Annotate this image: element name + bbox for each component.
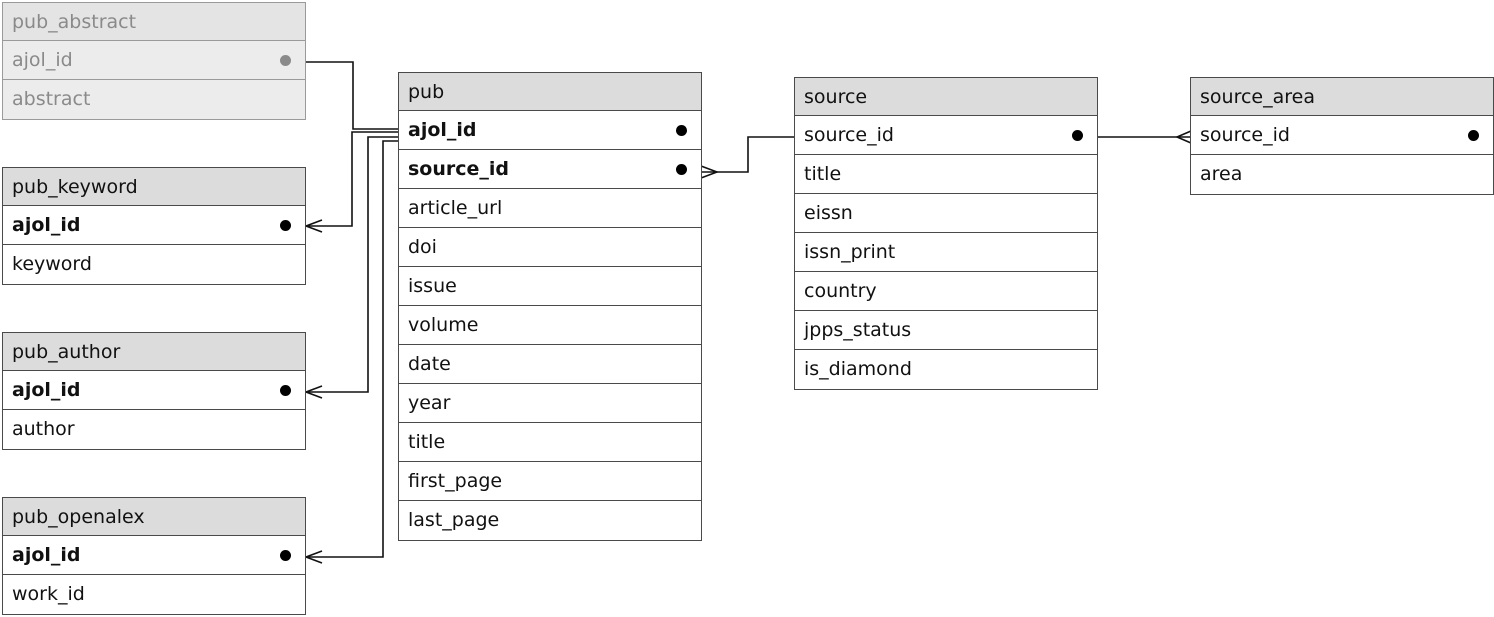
field-row: last_page — [399, 501, 701, 540]
field-row: issue — [399, 267, 701, 306]
field-row: volume — [399, 306, 701, 345]
table-title: pub_keyword — [3, 168, 305, 206]
field-row: title — [795, 155, 1097, 194]
connector-pub-abstract-to-pub — [306, 61, 400, 130]
connector-pub-author-to-pub — [306, 136, 400, 393]
field-row: country — [795, 272, 1097, 311]
table-title: pub_abstract — [3, 3, 305, 41]
field-row: title — [399, 423, 701, 462]
field-row: abstract — [3, 80, 305, 119]
table-title: source — [795, 78, 1097, 116]
field-row: eissn — [795, 194, 1097, 233]
field-name: ajol_id — [12, 379, 81, 401]
field-name: eissn — [804, 202, 853, 224]
crowfoot-pub-keyword — [303, 219, 323, 233]
primary-key-dot-icon — [676, 164, 687, 175]
field-row: keyword — [3, 245, 305, 284]
crowfoot-pub-author — [303, 385, 323, 399]
field-row: doi — [399, 228, 701, 267]
field-row: source_id — [795, 116, 1097, 155]
field-name: first_page — [408, 470, 503, 492]
field-row: article_url — [399, 189, 701, 228]
field-name: area — [1200, 163, 1243, 185]
table-title: pub_author — [3, 333, 305, 371]
field-row: ajol_id — [3, 41, 305, 80]
field-row: is_diamond — [795, 350, 1097, 389]
field-name: work_id — [12, 583, 85, 605]
field-row: area — [1191, 155, 1493, 194]
field-row: first_page — [399, 462, 701, 501]
field-name: ajol_id — [12, 49, 73, 71]
primary-key-dot-icon — [676, 125, 687, 136]
field-row: ajol_id — [3, 536, 305, 575]
field-name: article_url — [408, 197, 503, 219]
field-row: author — [3, 410, 305, 449]
table-title: pub — [399, 73, 701, 111]
field-row: ajol_id — [3, 206, 305, 245]
primary-key-dot-icon — [280, 220, 291, 231]
field-row: ajol_id — [399, 111, 701, 150]
field-name: ajol_id — [12, 544, 81, 566]
primary-key-dot-icon — [1468, 130, 1479, 141]
field-name: doi — [408, 236, 437, 258]
field-name: keyword — [12, 253, 92, 275]
crowfoot-source-area — [1174, 130, 1192, 144]
crowfoot-pub-source — [700, 165, 720, 179]
field-name: source_id — [408, 158, 510, 180]
connector-pub-keyword-to-pub — [306, 131, 400, 227]
field-row: issn_print — [795, 233, 1097, 272]
field-name: author — [12, 418, 75, 440]
field-name: source_id — [1200, 124, 1290, 146]
table-pub-openalex: pub_openalex ajol_id work_id — [2, 497, 306, 615]
field-name: title — [408, 431, 446, 453]
field-row: date — [399, 345, 701, 384]
crowfoot-pub-openalex — [303, 550, 323, 564]
field-row: year — [399, 384, 701, 423]
primary-key-dot-icon — [280, 55, 291, 66]
field-name: ajol_id — [12, 214, 81, 236]
primary-key-dot-icon — [1072, 130, 1083, 141]
field-name: source_id — [804, 124, 894, 146]
primary-key-dot-icon — [280, 550, 291, 561]
field-name: issn_print — [804, 241, 896, 263]
field-name: is_diamond — [804, 358, 912, 380]
field-name: abstract — [12, 88, 91, 110]
table-title: pub_openalex — [3, 498, 305, 536]
field-name: year — [408, 392, 451, 414]
table-title: source_area — [1191, 78, 1493, 116]
table-pub-abstract: pub_abstract ajol_id abstract — [2, 2, 306, 120]
connector-pub-openalex-to-pub — [306, 140, 400, 558]
field-name: country — [804, 280, 877, 302]
field-name: title — [804, 163, 842, 185]
field-name: last_page — [408, 509, 500, 531]
primary-key-dot-icon — [280, 385, 291, 396]
field-row: source_id — [1191, 116, 1493, 155]
connector-pub-to-source — [701, 136, 795, 173]
field-row: jpps_status — [795, 311, 1097, 350]
field-row: work_id — [3, 575, 305, 614]
field-name: date — [408, 353, 451, 375]
field-name: jpps_status — [804, 319, 912, 341]
field-name: ajol_id — [408, 119, 477, 141]
field-name: volume — [408, 314, 479, 336]
field-row: ajol_id — [3, 371, 305, 410]
field-name: issue — [408, 275, 457, 297]
field-row: source_id — [399, 150, 701, 189]
